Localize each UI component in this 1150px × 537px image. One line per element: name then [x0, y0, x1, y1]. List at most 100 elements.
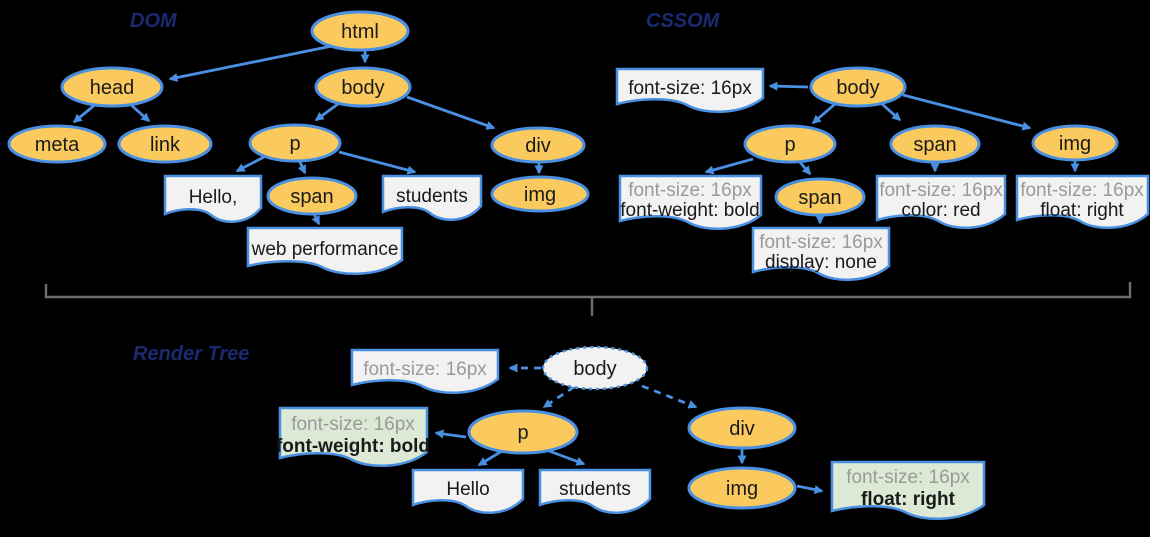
cssom-node-img-label: img — [1059, 133, 1091, 155]
dom-textnode-students-label: students — [396, 186, 468, 207]
cssom-rule-img-line1: font-size: 16px — [1020, 180, 1144, 201]
render-textnode-students-box — [538, 468, 652, 515]
dom-node-div-label: div — [525, 135, 551, 157]
edge-body-p — [314, 102, 339, 122]
dom-node-img-label: img — [524, 184, 556, 206]
cssom-node-span-label: span — [913, 134, 956, 156]
dom-node-meta — [7, 124, 107, 164]
dom-node-body-label: body — [341, 77, 384, 99]
cssom-rule-p: font-size: 16px font-weight: bold — [618, 174, 763, 231]
dom-node-span — [266, 176, 358, 216]
edge-p-students — [338, 150, 417, 175]
edge-cssom-body-p — [811, 102, 836, 125]
dom-node-head — [60, 66, 164, 108]
edge-render-img-rule — [796, 484, 824, 494]
cssom-node-body-label: body — [836, 77, 879, 99]
dom-node-link — [117, 124, 213, 164]
edge-cssom-body-img — [902, 93, 1032, 131]
cssom-rule-span-under-p-line2: display: none — [765, 252, 877, 273]
render-rule-p-box — [278, 406, 429, 468]
render-rule-p-line2: font-weight: bold — [276, 436, 430, 457]
edge-render-body-div — [641, 384, 698, 409]
cssom-node-span-under-p-label: span — [798, 187, 841, 209]
dom-textnode-web-performance: web performance — [246, 226, 404, 276]
cssom-rule-body-box — [615, 67, 765, 114]
render-node-p-label: p — [517, 422, 528, 444]
dom-textnode-hello-label: Hello, — [189, 187, 238, 208]
edge-render-p-students — [548, 449, 586, 466]
cssom-node-p — [743, 124, 837, 164]
cssom-rule-span-under-p-line1: font-size: 16px — [759, 232, 883, 253]
render-tree-title: Render Tree — [133, 343, 249, 365]
edge-cssom-p-span — [797, 160, 812, 176]
edge-render-body-p — [542, 385, 575, 409]
cssom-rule-span-line2: color: red — [901, 200, 980, 221]
edge-html-head — [168, 44, 333, 82]
dom-textnode-hello: Hello, — [163, 174, 263, 223]
render-rule-img-box — [830, 460, 986, 521]
render-rule-p-line1: font-size: 16px — [291, 414, 415, 435]
edge-body-div — [406, 95, 496, 130]
dom-node-html-label: html — [341, 21, 379, 43]
dom-node-p-label: p — [289, 133, 300, 155]
render-node-p — [467, 409, 579, 455]
cssom-node-p-label: p — [784, 134, 795, 156]
cssom-rule-body: font-size: 16px — [615, 67, 765, 114]
dom-node-body — [314, 66, 412, 108]
render-rule-p: font-size: 16px font-weight: bold — [276, 406, 430, 468]
render-node-body — [541, 345, 649, 391]
edge-span-webperf — [311, 213, 321, 226]
dom-textnode-hello-box — [163, 174, 263, 223]
dom-textnode-web-performance-box — [246, 226, 404, 276]
edge-render-p-rule — [434, 429, 467, 439]
dom-node-meta-label: meta — [35, 134, 80, 156]
cssom-rule-span: font-size: 16px color: red — [875, 174, 1007, 230]
render-tree: font-size: 16px body p div img font-size… — [276, 345, 986, 521]
dom-node-div — [490, 126, 586, 164]
cssom-node-body — [809, 66, 907, 108]
edge-cssom-p-rule — [704, 157, 754, 175]
cssom-rule-img-box — [1015, 174, 1150, 230]
cssom-node-span — [889, 124, 981, 164]
cssom-rule-span-box — [875, 174, 1007, 230]
render-node-img — [687, 466, 797, 510]
dom-textnode-students: students — [381, 174, 483, 221]
edge-cssom-body-span — [881, 102, 902, 122]
edge-head-link — [129, 102, 151, 123]
dom-node-link-label: link — [150, 134, 181, 156]
cssom-rule-img: font-size: 16px float: right — [1015, 174, 1150, 230]
render-textnode-hello: Hello — [411, 468, 525, 515]
cssom-rule-span-under-p-box — [751, 226, 891, 282]
cssom-rule-span-line1: font-size: 16px — [879, 180, 1003, 201]
bracket-line — [44, 282, 1132, 299]
render-textnode-students-label: students — [559, 479, 631, 500]
dom-node-img — [490, 175, 590, 213]
cssom-title: CSSOM — [646, 10, 721, 32]
render-node-body-label: body — [573, 358, 616, 380]
cssom-rule-p-line1: font-size: 16px — [628, 180, 752, 201]
render-textnode-students: students — [538, 468, 652, 515]
combine-bracket — [44, 282, 1132, 316]
edge-cssom-body-rule — [768, 81, 809, 91]
edge-render-p-hello — [477, 449, 503, 467]
render-rule-body: font-size: 16px — [350, 348, 500, 395]
cssom-node-span-under-p — [774, 177, 866, 217]
dom-node-html — [310, 10, 410, 52]
cssom-rule-img-line2: float: right — [1040, 200, 1124, 221]
render-rule-img: font-size: 16px float: right — [830, 460, 986, 521]
dom-node-span-label: span — [290, 186, 333, 208]
render-rule-body-box — [350, 348, 500, 395]
render-textnode-hello-box — [411, 468, 525, 515]
cssom-rule-body-line1: font-size: 16px — [628, 78, 752, 99]
cssom-rule-span-under-p: font-size: 16px display: none — [751, 226, 891, 282]
render-rule-body-line1: font-size: 16px — [363, 359, 487, 380]
render-node-img-label: img — [726, 478, 758, 500]
render-rule-img-line2: float: right — [861, 489, 956, 510]
cssom-rule-p-line2: font-weight: bold — [620, 200, 759, 221]
dom-node-p — [248, 123, 342, 163]
dom-node-head-label: head — [90, 77, 135, 99]
dom-textnode-students-box — [381, 174, 483, 221]
cssom-node-img — [1031, 124, 1119, 162]
render-node-div-label: div — [729, 418, 755, 440]
